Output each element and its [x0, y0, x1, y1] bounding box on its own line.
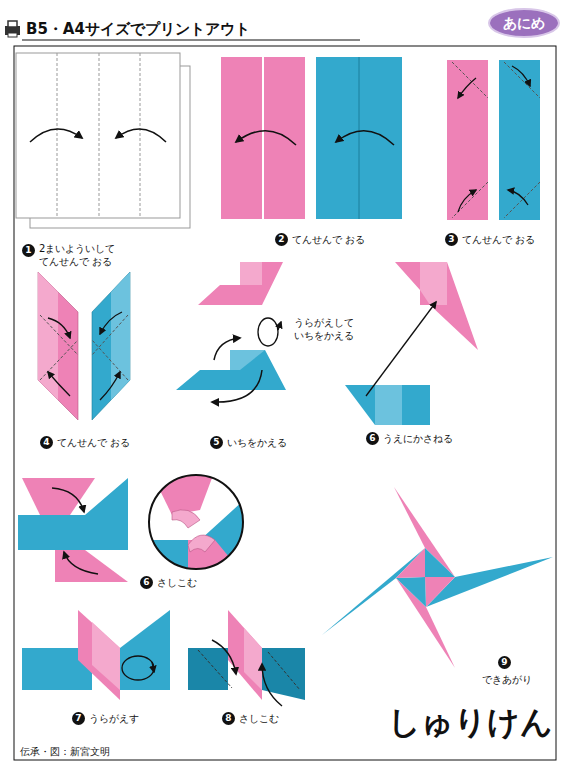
- step-caption: できあがり: [482, 673, 532, 686]
- step-caption: うえにかさねる: [383, 432, 453, 445]
- step-caption: 2まいよういして てんせんで おる: [39, 242, 134, 268]
- step7-piece: [22, 610, 170, 700]
- callout-number: 8: [222, 712, 235, 725]
- callout-number: 3: [445, 233, 458, 246]
- step-note: うらがえして いちをかえる: [294, 316, 372, 342]
- badge-shape: [489, 9, 559, 37]
- step6-insert: [18, 470, 244, 582]
- callout-number: 9: [498, 656, 511, 669]
- finished-shuriken: [322, 487, 553, 668]
- step5-pieces: [176, 262, 286, 402]
- step1-sheets: [16, 53, 190, 228]
- printer-icon: [5, 21, 20, 37]
- step-caption: てんせんで おる: [292, 233, 365, 246]
- step6-overlap: [345, 262, 478, 425]
- badge-text: あにめ: [503, 14, 545, 32]
- callout-number: 6: [366, 432, 379, 445]
- step-caption: てんせんで おる: [462, 233, 535, 246]
- page-title: しゅりけん: [388, 703, 553, 741]
- callout-number: 1: [22, 244, 35, 257]
- step-caption: うらがえす: [89, 712, 139, 725]
- step4-strips: [38, 272, 130, 420]
- header-rule: [22, 40, 360, 41]
- page-frame: [14, 46, 556, 760]
- step-caption: さしこむ: [157, 576, 197, 589]
- callout-number: 7: [72, 712, 85, 725]
- step3-strips: [447, 60, 540, 220]
- badge-body: あにめ: [488, 8, 560, 38]
- site-badge: あにめ: [488, 8, 560, 38]
- step-caption: いちをかえる: [227, 436, 287, 449]
- callout-number: 4: [40, 436, 53, 449]
- step-caption: さしこむ: [239, 712, 279, 725]
- header-text: B5・A4サイズでプリントアウト: [26, 20, 250, 38]
- callout-number: 6: [140, 576, 153, 589]
- callout-number: 2: [275, 233, 288, 246]
- callout-number: 5: [210, 436, 223, 449]
- credit-text: 伝承・図：新宮文明: [20, 745, 110, 758]
- step2-strips: [221, 57, 402, 219]
- step8-piece: [188, 610, 305, 706]
- step-caption: てんせんで おる: [57, 436, 130, 449]
